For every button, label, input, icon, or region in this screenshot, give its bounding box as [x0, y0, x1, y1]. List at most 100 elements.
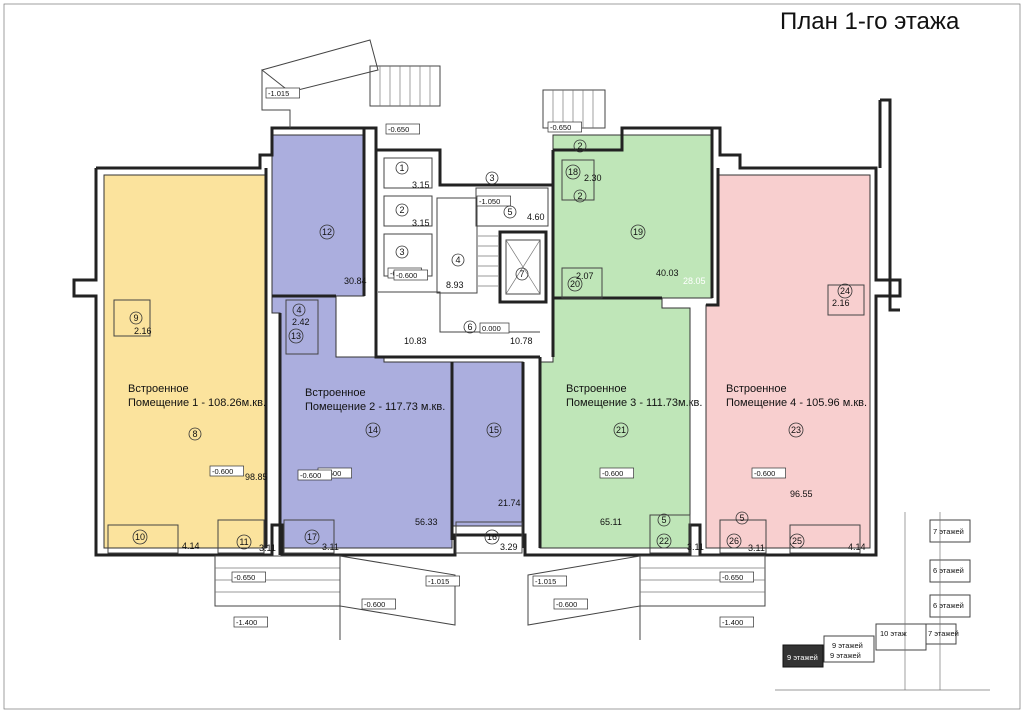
level-mark-text: -1.400 [722, 618, 743, 627]
level-mark-text: -1.050 [479, 197, 500, 206]
south-porches [214, 555, 766, 640]
level-mark: -1.015 [265, 87, 300, 99]
level-mark: -0.600 [553, 598, 588, 610]
extra-area: 28.05 [683, 276, 706, 286]
level-mark: -0.600 [393, 269, 428, 281]
room-area: 4.60 [527, 212, 545, 222]
room-area: 2.16 [134, 326, 152, 336]
level-mark-text: -0.600 [556, 600, 577, 609]
room-number: 14 [368, 425, 378, 435]
room-number: 19 [633, 227, 643, 237]
room-number: 3 [399, 247, 404, 257]
level-mark-text: -0.650 [722, 573, 743, 582]
room-number-circle [515, 267, 529, 281]
room-area: 56.33 [415, 517, 438, 527]
room-number: 16 [487, 532, 497, 542]
room-area: 2.42 [292, 317, 310, 327]
room-area: 96.55 [790, 489, 813, 499]
room-number: 23 [791, 425, 801, 435]
keyplan-label: 6 этажей [933, 566, 964, 575]
room-number-circle [735, 511, 749, 525]
room-number: 7 [519, 269, 524, 279]
room-number: 6 [467, 322, 472, 332]
level-mark-text: -0.600 [602, 469, 623, 478]
level-mark-text: -0.650 [388, 125, 409, 134]
page-title: План 1-го этажа [780, 8, 960, 35]
room-number: 17 [307, 532, 317, 542]
room-area: 3.11 [322, 542, 339, 552]
vestibules [107, 514, 861, 554]
keyplan-label: 9 этажей [787, 653, 818, 662]
keyplan-label: 7 этажей [933, 527, 964, 536]
room-number-circle [292, 303, 306, 317]
level-mark: -0.650 [385, 123, 420, 135]
room-number-circle [395, 245, 409, 259]
room-number: 8 [192, 429, 197, 439]
level-mark: -0.600 [297, 469, 332, 481]
room-number-circle [789, 533, 805, 549]
premise-1-fill [103, 174, 267, 549]
room-number-circle [132, 529, 148, 545]
room-area: 3.11 [259, 543, 276, 553]
room-number-circle [503, 205, 517, 219]
keyplan-label: 9 этажей [830, 651, 861, 660]
room-number: 4 [455, 255, 460, 265]
premise-label-line2: Помещение 1 - 108.26м.кв. [128, 397, 266, 409]
level-mark: -0.650 [547, 121, 582, 133]
stair-steps [478, 235, 498, 287]
room-number-circle [319, 224, 335, 240]
north-porches [260, 39, 606, 129]
level-mark-text: -0.650 [550, 123, 571, 132]
room-number: 10 [135, 532, 145, 542]
premise-label-line1: Встроенное [726, 383, 787, 395]
level-mark-text: -1.400 [236, 618, 257, 627]
room-number-circle [573, 139, 587, 153]
key-plan [775, 512, 990, 691]
level-mark: -0.650 [231, 571, 266, 583]
sheet-frame [3, 3, 1021, 710]
level-mark: -0.600 [599, 467, 634, 479]
room-number: 5 [507, 207, 512, 217]
room-area: 3.11 [748, 543, 765, 553]
room-area: 65.11 [600, 517, 622, 527]
level-mark: -1.400 [719, 616, 754, 628]
room-area: 30.84 [344, 276, 367, 286]
room-number-circle [188, 427, 202, 441]
level-mark-text: -0.600 [754, 469, 775, 478]
room-number: 2 [577, 191, 582, 201]
premise-label-line1: Встроенное [128, 383, 189, 395]
room-number: 4 [296, 305, 301, 315]
level-mark-text: -0.600 [396, 271, 417, 280]
room-number-circle [573, 189, 587, 203]
level-mark-text: -0.600 [212, 467, 233, 476]
room-area: 4.14 [182, 541, 200, 551]
room-number-circle [395, 161, 409, 175]
room-number: 26 [729, 536, 739, 546]
room-number: 24 [840, 286, 850, 296]
level-mark-text: -1.015 [428, 577, 449, 586]
room-number-circle [630, 224, 646, 240]
level-mark: -1.400 [233, 616, 268, 628]
level-mark-text: -0.600 [364, 600, 385, 609]
room-number: 11 [239, 537, 248, 547]
level-mark: -0.650 [719, 571, 754, 583]
room-number: 1 [399, 163, 404, 173]
room-number-circle [656, 533, 672, 549]
room-number: 22 [659, 536, 669, 546]
room-number: 15 [489, 425, 499, 435]
room-number: 21 [616, 425, 626, 435]
room-number: 20 [570, 279, 580, 289]
room-area: 10.78 [510, 336, 533, 346]
room-area: 21.74 [498, 498, 521, 508]
room-number: 25 [792, 536, 802, 546]
room-area: 2.30 [584, 173, 602, 183]
room-number-circle [565, 164, 581, 180]
level-mark: -0.600 [751, 467, 786, 479]
room-number-circle [485, 171, 499, 185]
room-number-circle [484, 529, 500, 545]
room-number-circle [288, 328, 304, 344]
room-area: 3.29 [500, 542, 518, 552]
keyplan-label: 9 этажей [832, 641, 863, 650]
